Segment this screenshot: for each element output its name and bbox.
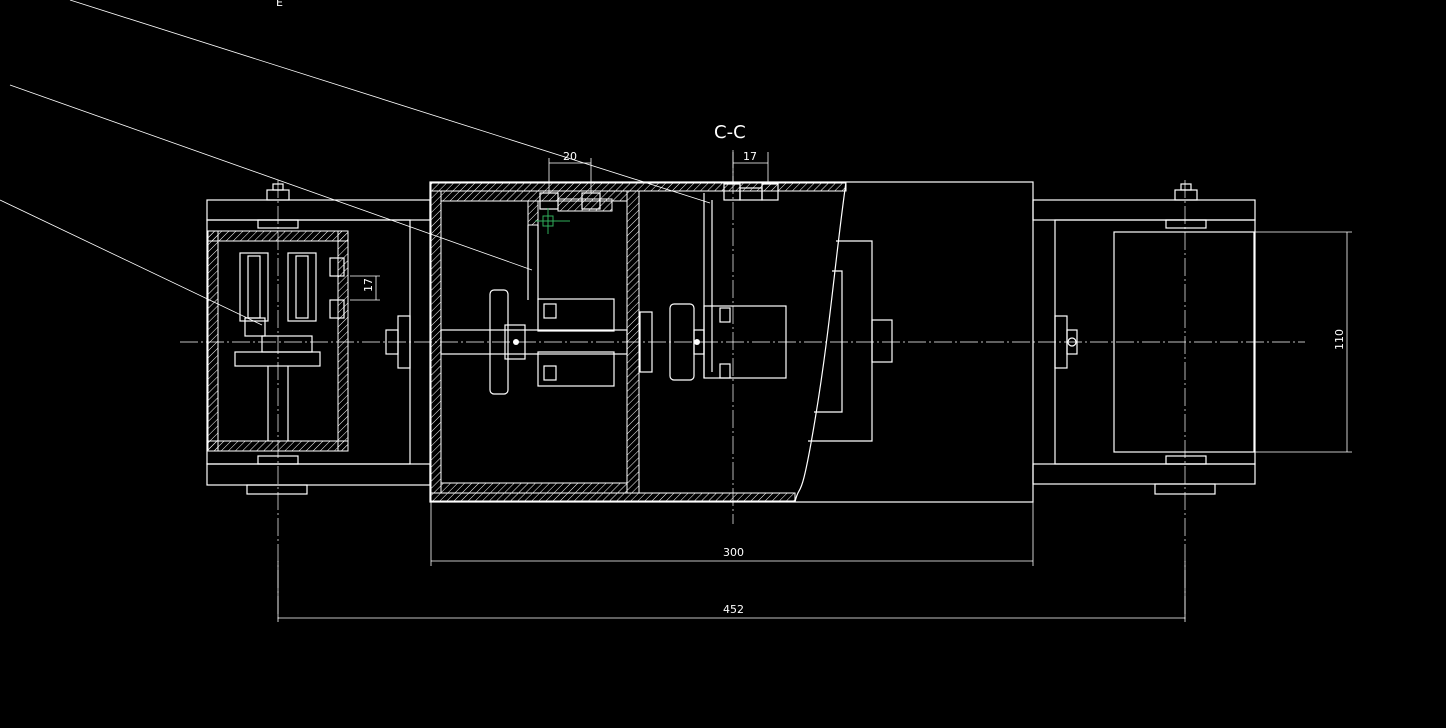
dim-110: 110 [1333,329,1346,350]
top-left-label: E [276,0,283,9]
left-gearbox [206,180,431,620]
dim-20: 20 [563,150,577,163]
center-housing [429,150,1034,524]
bottom-dimensions [277,502,1186,622]
dim-452: 452 [723,603,744,616]
right-assembly [1032,180,1352,620]
section-title: C-C [714,122,746,143]
dim-17-top: 17 [743,150,757,163]
dim-300: 300 [723,546,744,559]
dim-17-left: 17 [362,278,375,292]
